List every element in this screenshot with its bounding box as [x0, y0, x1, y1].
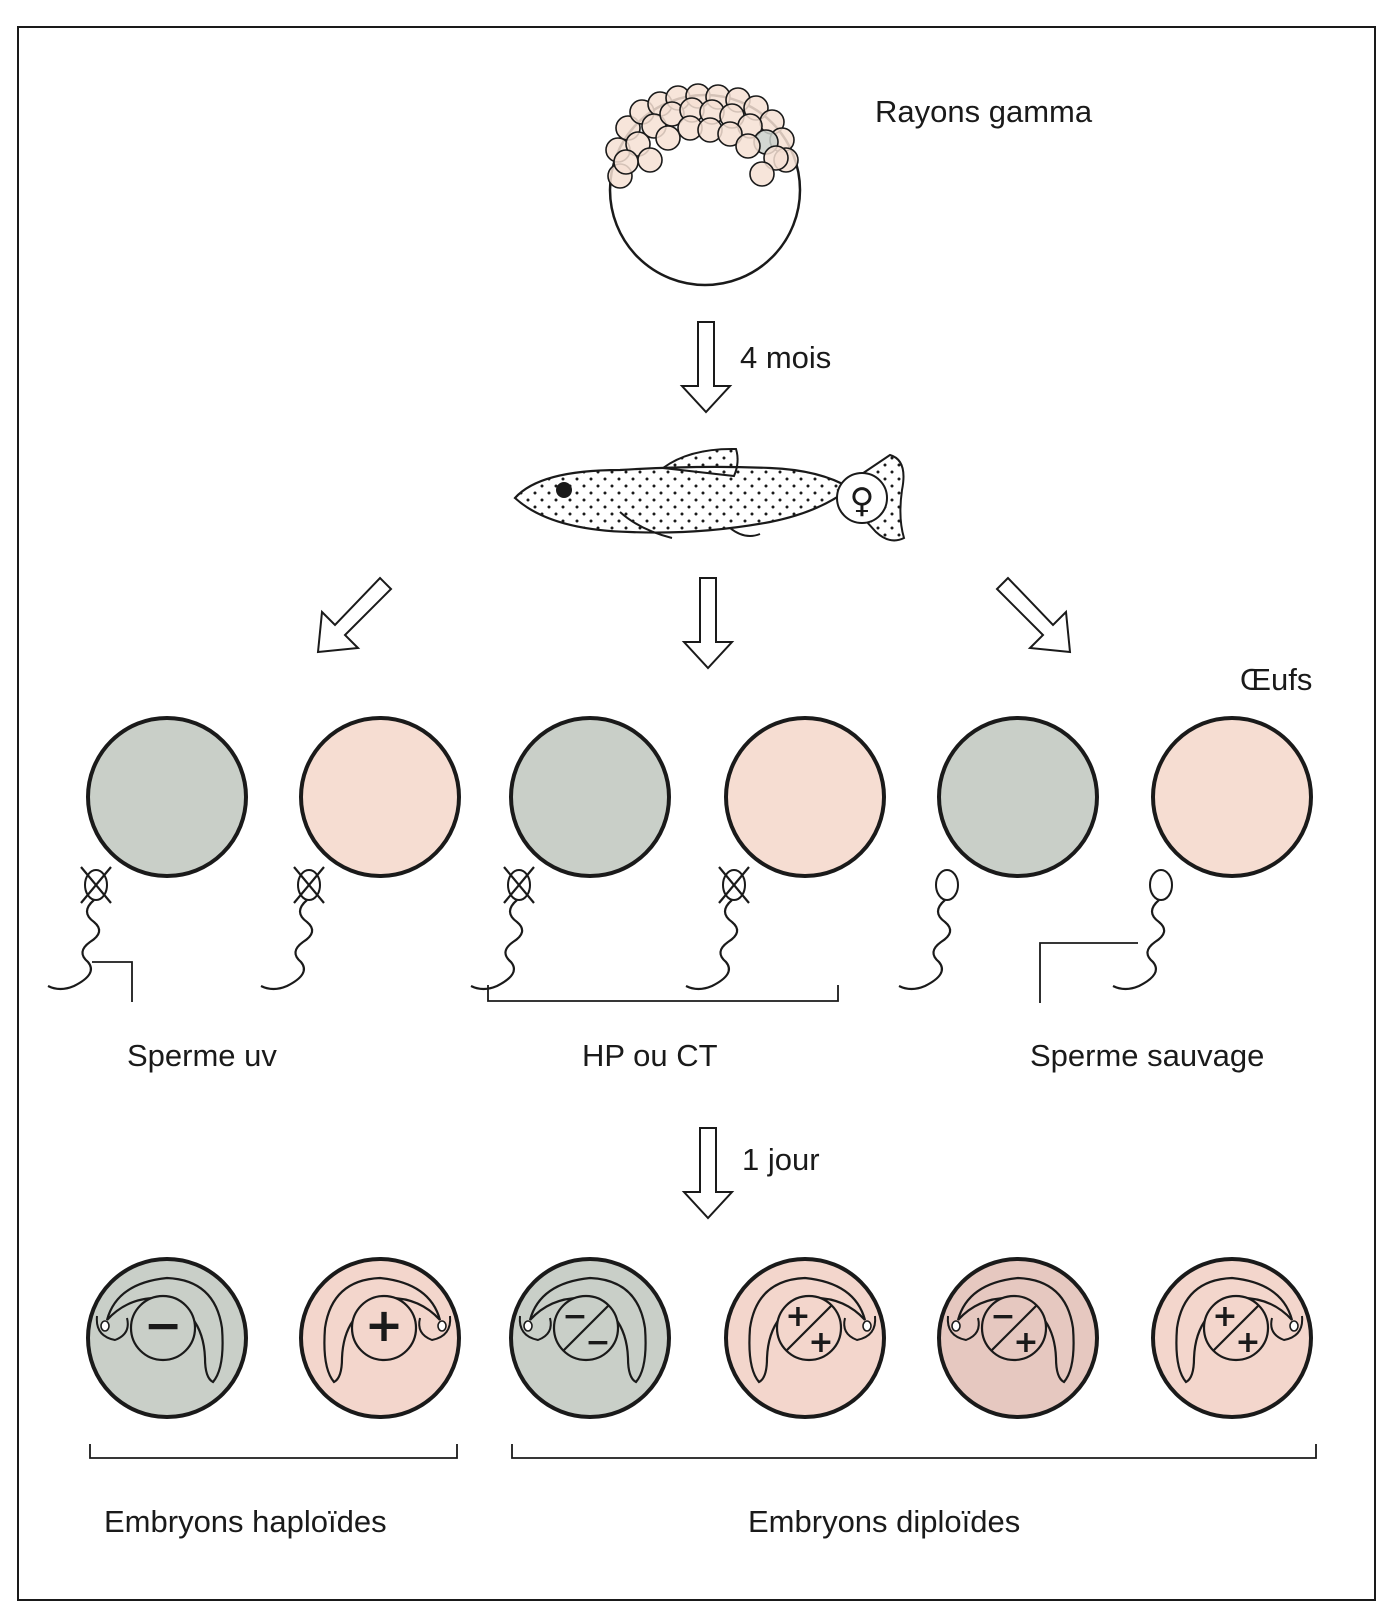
allele-symbol: +	[785, 1299, 810, 1334]
embryo-eye	[523, 1320, 533, 1332]
sperm-row	[47, 866, 1173, 991]
female-fish: ♀	[513, 447, 906, 542]
inactivated-sperm	[685, 866, 750, 991]
embryo-eye	[1289, 1320, 1299, 1332]
allele-divider	[563, 1305, 609, 1351]
hp-ct-bracket	[487, 985, 839, 1002]
female-symbol: ♀	[850, 481, 875, 521]
step2-label: 1 jour	[742, 1142, 820, 1177]
sperm-tail	[1112, 899, 1166, 991]
wild-sperm	[1112, 869, 1173, 991]
diploid-embryo: −−	[509, 1257, 671, 1419]
egg	[724, 716, 886, 878]
diploid-embryo: ++	[1151, 1257, 1313, 1419]
allele-symbol: +	[808, 1325, 833, 1360]
blastoderm-cells	[605, 83, 799, 189]
embryo-head	[1270, 1315, 1304, 1342]
hp-ct-label: HP ou CT	[582, 1038, 718, 1073]
sperm-wild-label: Sperme sauvage	[1030, 1038, 1264, 1073]
egg	[299, 716, 461, 878]
sperm-head	[935, 869, 959, 901]
diploid-embryo: −+	[937, 1257, 1099, 1419]
pelvic-fin	[619, 511, 673, 539]
sperm-head	[1149, 869, 1173, 901]
embryo-eye	[951, 1320, 961, 1332]
blastoderm-cell	[735, 133, 761, 159]
cross-mark	[503, 866, 535, 904]
diploid-bracket	[511, 1444, 1317, 1459]
allele-symbol: −	[990, 1299, 1015, 1334]
sperm-tail	[898, 899, 952, 991]
egg	[509, 716, 671, 878]
haploid-embryo: +	[299, 1257, 461, 1419]
allele-divider	[991, 1305, 1037, 1351]
embryo-eye	[862, 1320, 872, 1332]
embryos-row: −+−−++−+++	[86, 1257, 1313, 1419]
eggs-row	[86, 716, 1313, 878]
sperm-uv-label: Sperme uv	[127, 1038, 277, 1073]
egg	[1151, 716, 1313, 878]
sperm-tail	[470, 899, 524, 991]
inactivated-sperm	[470, 866, 535, 991]
allele-symbol: +	[1212, 1299, 1237, 1334]
genotype-symbol: −	[144, 1298, 183, 1352]
blastoderm-cell	[749, 161, 775, 187]
embryo-head	[843, 1315, 877, 1342]
allele-symbol: +	[1235, 1325, 1260, 1360]
diploid-label: Embryons diploïdes	[748, 1504, 1020, 1539]
genotype-symbol: +	[365, 1298, 404, 1352]
cross-mark	[293, 866, 325, 904]
anal-fin	[729, 527, 761, 537]
blastoderm-cell	[655, 125, 681, 151]
arrow-right	[995, 576, 1072, 654]
embryo-head	[946, 1315, 980, 1342]
embryo-head	[518, 1315, 552, 1342]
sperm-uv-connector	[92, 961, 133, 1002]
blastoderm-cell	[637, 147, 663, 173]
step1-label: 4 mois	[740, 340, 831, 375]
egg	[86, 716, 248, 878]
haploid-embryo: −	[86, 1257, 248, 1419]
embryo-eye	[437, 1320, 447, 1332]
irradiated-embryo	[605, 83, 802, 287]
egg	[937, 716, 1099, 878]
eggs-label: Œufs	[1240, 662, 1312, 697]
haploid-bracket	[89, 1444, 458, 1459]
arrow-left	[316, 576, 393, 654]
cross-mark	[718, 866, 750, 904]
embryo-eye	[100, 1320, 110, 1332]
inactivated-sperm	[47, 866, 112, 991]
arrow-1-day	[681, 1127, 735, 1220]
allele-symbol: −	[585, 1325, 610, 1360]
allele-symbol: −	[562, 1299, 587, 1334]
sperm-tail	[47, 899, 101, 991]
arrow-center	[681, 577, 735, 670]
female-symbol-badge	[836, 472, 888, 524]
sperm-tail	[685, 899, 739, 991]
genotype-circle	[129, 1294, 197, 1362]
haploid-label: Embryons haploïdes	[104, 1504, 387, 1539]
arrow-4-months	[679, 321, 733, 414]
radiation-label: Rayons gamma	[875, 94, 1093, 129]
genotype-circle	[350, 1294, 418, 1362]
embryo-head	[418, 1315, 452, 1342]
allele-divider	[786, 1305, 832, 1351]
cross-mark	[80, 866, 112, 904]
inactivated-sperm	[260, 866, 325, 991]
blastoderm-cell	[763, 145, 789, 171]
sperm-tail	[260, 899, 314, 991]
embryo-head	[95, 1315, 129, 1342]
allele-symbol: +	[1013, 1325, 1038, 1360]
fish-eye	[556, 482, 572, 498]
blastoderm-cell	[613, 149, 639, 175]
blastoderm-cell	[717, 121, 743, 147]
diploid-embryo: ++	[724, 1257, 886, 1419]
sperm-wild-connector	[1039, 942, 1138, 1003]
allele-divider	[1213, 1305, 1259, 1351]
wild-sperm	[898, 869, 959, 991]
